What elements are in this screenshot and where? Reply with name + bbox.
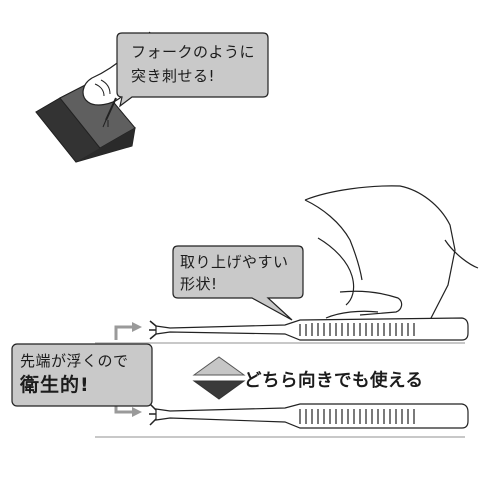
callout-fork-line1: フォークのように bbox=[131, 43, 256, 61]
callout-grip-line2: 形状! bbox=[180, 275, 218, 293]
hand-grip bbox=[304, 185, 479, 336]
food-block bbox=[35, 79, 136, 163]
double-arrow-icon bbox=[192, 356, 246, 400]
feature-text: どちら向きでも使える bbox=[244, 371, 424, 391]
callout-grip-line1: 取り上げやすい bbox=[180, 253, 289, 271]
utensil-lower bbox=[95, 403, 469, 438]
callout-tip-line1: 先端が浮くので bbox=[20, 352, 129, 370]
callout-tip-line2: 衛生的! bbox=[20, 374, 90, 396]
callout-fork bbox=[116, 32, 269, 108]
callout-grip bbox=[172, 245, 304, 321]
callout-tip bbox=[11, 343, 153, 407]
callout-fork-line2: 突き刺せる! bbox=[131, 67, 216, 85]
utensil-upper bbox=[95, 317, 469, 344]
